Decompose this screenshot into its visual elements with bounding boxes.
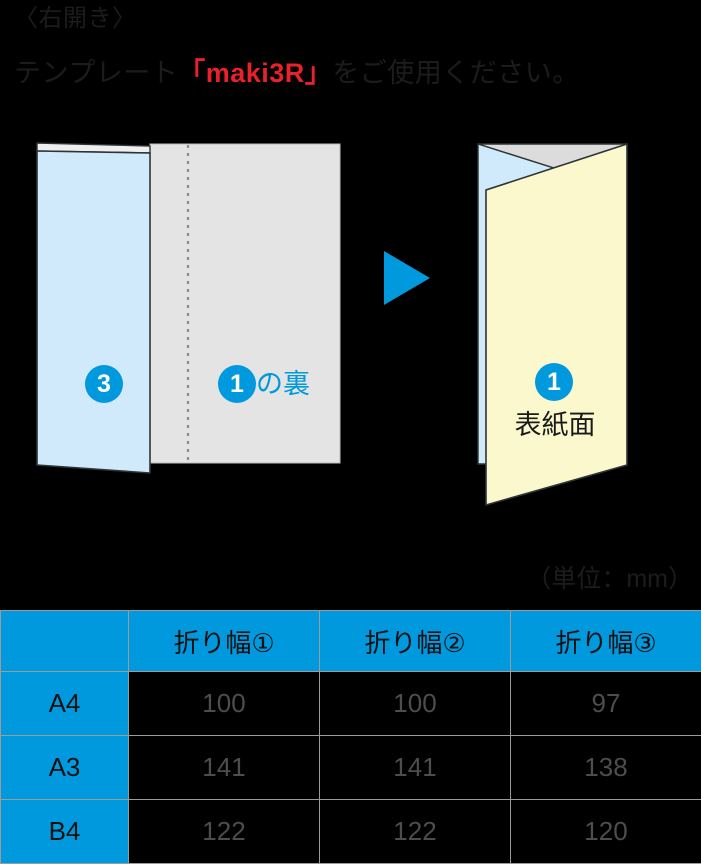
cell-a3-fold3: 138 [511,736,701,800]
table-corner-cell [1,611,129,672]
cell-a4-fold3: 97 [511,672,701,736]
column-header-fold1: 折り幅① [129,611,320,672]
cell-a3-fold2: 141 [320,736,511,800]
right-folded-brochure [478,144,627,505]
table-row: A4 100 100 97 [1,672,701,736]
table-body: A4 100 100 97 A3 141 141 138 B4 122 122 … [1,672,701,864]
template-instruction: テンプレート「maki3R」をご使用ください。 [14,54,580,92]
instruction-prefix: テンプレート [14,58,178,88]
panel-label-cover: 表紙面 [508,408,602,442]
table-row: A3 141 141 138 [1,736,701,800]
cell-a4-fold1: 100 [129,672,320,736]
unit-caption: （単位：mm） [526,562,693,596]
play-triangle-right-icon [384,251,430,305]
page-title: 〈右開き〉 [14,2,137,36]
instruction-suffix: をご使用ください。 [332,58,580,88]
panel-badge-3: 3 [85,365,123,403]
row-header-b4: B4 [1,800,129,864]
left-gray-panel [150,144,340,463]
left-blue-panel [37,151,150,473]
table-header: 折り幅① 折り幅② 折り幅③ [1,611,701,672]
fold-diagram-svg [0,120,701,540]
table-row: B4 122 122 120 [1,800,701,864]
cell-b4-fold2: 122 [320,800,511,864]
left-open-brochure [37,143,340,473]
row-header-a3: A3 [1,736,129,800]
cell-a4-fold2: 100 [320,672,511,736]
cell-b4-fold3: 120 [511,800,701,864]
column-header-fold3: 折り幅③ [511,611,701,672]
panel-badge-1-reverse: 1 [218,365,256,403]
panel-label-reverse: の裏 [256,367,310,401]
template-name: 「maki3R」 [178,58,332,88]
cell-b4-fold1: 122 [129,800,320,864]
fold-width-table: 折り幅① 折り幅② 折り幅③ A4 100 100 97 A3 141 141 … [0,610,701,864]
fold-diagram: 3 1 の裏 1 表紙面 [0,120,701,540]
column-header-fold2: 折り幅② [320,611,511,672]
cell-a3-fold1: 141 [129,736,320,800]
right-cover-panel [486,144,627,505]
row-header-a4: A4 [1,672,129,736]
panel-badge-1-cover: 1 [535,363,573,401]
table-header-row: 折り幅① 折り幅② 折り幅③ [1,611,701,672]
